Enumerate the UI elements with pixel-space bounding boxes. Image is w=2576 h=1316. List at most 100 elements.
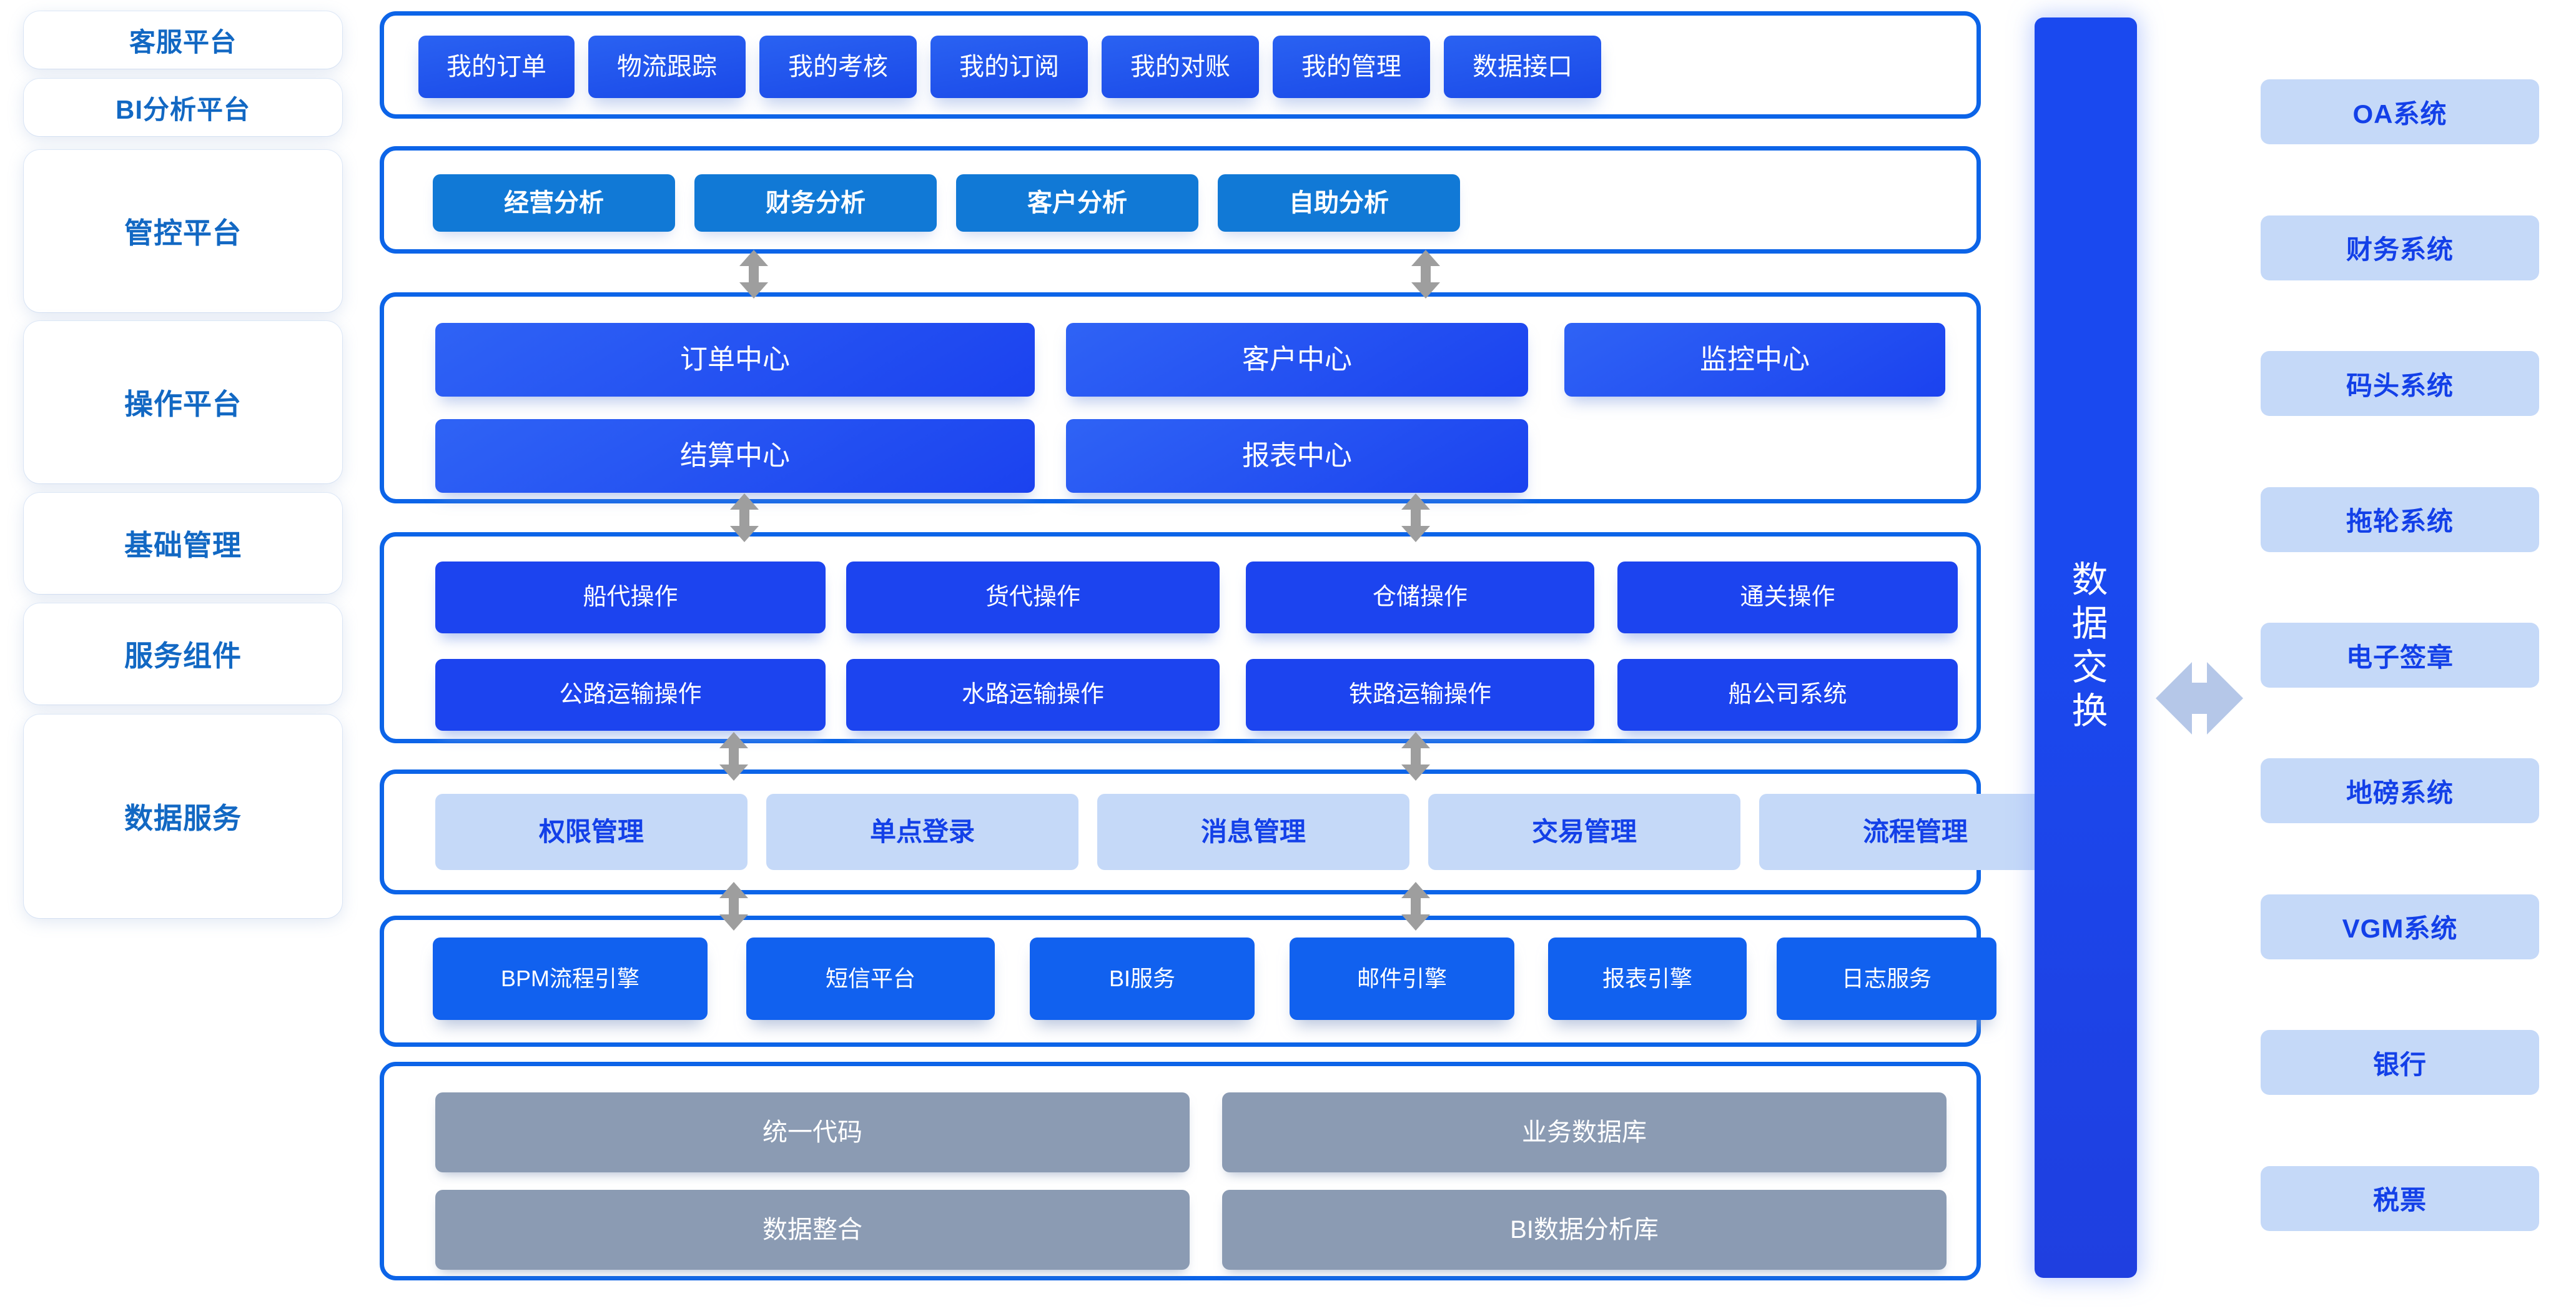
chip-my-management[interactable]: 我的管理 — [1273, 36, 1430, 98]
chip-report-center[interactable]: 报表中心 — [1066, 419, 1528, 493]
chip-label: 数据接口 — [1473, 53, 1572, 81]
chip-road-transport-op[interactable]: 公路运输操作 — [435, 659, 826, 731]
external-system-tugboat[interactable]: 拖轮系统 — [2261, 487, 2539, 552]
chip-label: 报表中心 — [1242, 440, 1352, 471]
sidebar-label: 客服平台 — [129, 27, 237, 57]
external-system-label: 税票 — [2372, 1185, 2427, 1215]
connector-arrow-basic-components-right — [1399, 882, 1433, 931]
external-system-weighbridge[interactable]: 地磅系统 — [2261, 758, 2539, 824]
sidebar-label: BI分析平台 — [115, 94, 250, 124]
data-exchange-bar[interactable]: 数据交换 — [2035, 17, 2137, 1278]
chip-bi-service[interactable]: BI服务 — [1030, 938, 1255, 1020]
chip-sms-platform[interactable]: 短信平台 — [746, 938, 995, 1020]
external-system-tax-invoice[interactable]: 税票 — [2261, 1165, 2539, 1231]
external-system-e-signature[interactable]: 电子签章 — [2261, 623, 2539, 688]
chip-label: 船代操作 — [583, 583, 678, 610]
chip-label: 货代操作 — [985, 583, 1080, 610]
external-system-label: OA系统 — [2352, 99, 2447, 129]
chip-water-transport-op[interactable]: 水路运输操作 — [846, 659, 1220, 731]
chip-permission-management[interactable]: 权限管理 — [435, 794, 748, 870]
chip-label: 铁路运输操作 — [1348, 681, 1491, 708]
chip-my-subscription[interactable]: 我的订阅 — [930, 36, 1088, 98]
chip-ship-company-system[interactable]: 船公司系统 — [1617, 659, 1958, 731]
chip-label: 船公司系统 — [1728, 681, 1847, 708]
chip-transaction-management[interactable]: 交易管理 — [1428, 794, 1740, 870]
chip-label: 数据整合 — [762, 1216, 862, 1244]
sidebar-label: 服务组件 — [124, 640, 242, 672]
external-system-label: 电子签章 — [2346, 642, 2454, 672]
sidebar-label: 基础管理 — [124, 529, 242, 562]
chip-label: 消息管理 — [1200, 816, 1306, 846]
sidebar-item-service-components[interactable]: 服务组件 — [24, 603, 342, 705]
external-system-label: 财务系统 — [2346, 235, 2454, 265]
external-system-label: 码头系统 — [2346, 370, 2454, 400]
chip-process-management[interactable]: 流程管理 — [1759, 794, 2071, 870]
chip-single-sign-on[interactable]: 单点登录 — [766, 794, 1078, 870]
chip-label: BPM流程引擎 — [500, 966, 639, 992]
sidebar-item-control-platform[interactable]: 管控平台 — [24, 150, 342, 312]
chip-label: 我的订阅 — [959, 53, 1059, 81]
external-system-bank[interactable]: 银行 — [2261, 1030, 2539, 1096]
chip-label: BI数据分析库 — [1510, 1216, 1659, 1244]
sidebar-label: 操作平台 — [124, 388, 242, 420]
sidebar-label: 管控平台 — [124, 217, 242, 249]
external-system-oa[interactable]: OA系统 — [2261, 79, 2539, 145]
chip-log-service[interactable]: 日志服务 — [1777, 938, 1996, 1020]
external-system-label: 地磅系统 — [2346, 778, 2454, 808]
sidebar-item-operation-platform[interactable]: 操作平台 — [24, 321, 342, 483]
panel-data-services: 统一代码 业务数据库 数据整合 BI数据分析库 — [380, 1062, 1981, 1280]
chip-business-analysis[interactable]: 经营分析 — [433, 174, 675, 232]
chip-label: 自助分析 — [1289, 189, 1389, 217]
external-system-finance[interactable]: 财务系统 — [2261, 215, 2539, 280]
external-system-label: VGM系统 — [2342, 914, 2458, 944]
chip-bi-analysis-db[interactable]: BI数据分析库 — [1222, 1190, 1947, 1270]
sidebar-item-basic-management[interactable]: 基础管理 — [24, 493, 342, 594]
chip-shipping-agency-op[interactable]: 船代操作 — [435, 562, 826, 633]
chip-label: 业务数据库 — [1522, 1119, 1647, 1146]
chip-mail-engine[interactable]: 邮件引擎 — [1290, 938, 1514, 1020]
sidebar-item-customer-service[interactable]: 客服平台 — [24, 11, 342, 69]
chip-bpm-engine[interactable]: BPM流程引擎 — [433, 938, 708, 1020]
chip-warehouse-op[interactable]: 仓储操作 — [1246, 562, 1594, 633]
chip-label: 客户中心 — [1242, 344, 1352, 375]
chip-data-interface[interactable]: 数据接口 — [1444, 36, 1601, 98]
chip-report-engine[interactable]: 报表引擎 — [1548, 938, 1747, 1020]
chip-my-orders[interactable]: 我的订单 — [418, 36, 575, 98]
external-system-terminal[interactable]: 码头系统 — [2261, 351, 2539, 417]
chip-self-analysis[interactable]: 自助分析 — [1218, 174, 1460, 232]
chip-business-db[interactable]: 业务数据库 — [1222, 1092, 1947, 1172]
chip-label: 财务分析 — [766, 189, 866, 217]
chip-label: 我的订单 — [447, 53, 546, 81]
connector-arrow-operation-basic-right — [1399, 732, 1433, 781]
chip-customer-analysis[interactable]: 客户分析 — [956, 174, 1198, 232]
chip-customs-op[interactable]: 通关操作 — [1617, 562, 1958, 633]
chip-rail-transport-op[interactable]: 铁路运输操作 — [1246, 659, 1594, 731]
chip-freight-agency-op[interactable]: 货代操作 — [846, 562, 1220, 633]
connector-arrow-basic-components-left — [717, 882, 751, 931]
panel-customer-service: 我的订单 物流跟踪 我的考核 我的订阅 我的对账 我的管理 数据接口 — [380, 11, 1981, 119]
panel-service-components: BPM流程引擎 短信平台 BI服务 邮件引擎 报表引擎 日志服务 — [380, 916, 1996, 1047]
chip-label: 物流跟踪 — [617, 53, 717, 81]
chip-finance-analysis[interactable]: 财务分析 — [694, 174, 937, 232]
sidebar-item-bi-platform[interactable]: BI分析平台 — [24, 79, 342, 136]
chip-message-management[interactable]: 消息管理 — [1097, 794, 1409, 870]
external-system-label: 拖轮系统 — [2346, 507, 2454, 537]
chip-data-integration[interactable]: 数据整合 — [435, 1190, 1190, 1270]
chip-label: 水路运输操作 — [961, 681, 1104, 708]
connector-arrow-exchange-external — [2156, 659, 2243, 738]
chip-monitor-center[interactable]: 监控中心 — [1564, 323, 1945, 397]
chip-my-assessment[interactable]: 我的考核 — [759, 36, 917, 98]
external-system-label: 银行 — [2372, 1049, 2427, 1079]
chip-settlement-center[interactable]: 结算中心 — [435, 419, 1035, 493]
chip-unified-code[interactable]: 统一代码 — [435, 1092, 1190, 1172]
chip-my-reconciliation[interactable]: 我的对账 — [1102, 36, 1259, 98]
chip-order-center[interactable]: 订单中心 — [435, 323, 1035, 397]
connector-arrow-bi-control-right — [1409, 250, 1443, 299]
chip-customer-center[interactable]: 客户中心 — [1066, 323, 1528, 397]
external-system-vgm[interactable]: VGM系统 — [2261, 894, 2539, 959]
sidebar-item-data-services[interactable]: 数据服务 — [24, 715, 342, 918]
chip-logistics-track[interactable]: 物流跟踪 — [588, 36, 746, 98]
chip-label: 日志服务 — [1841, 966, 1932, 992]
